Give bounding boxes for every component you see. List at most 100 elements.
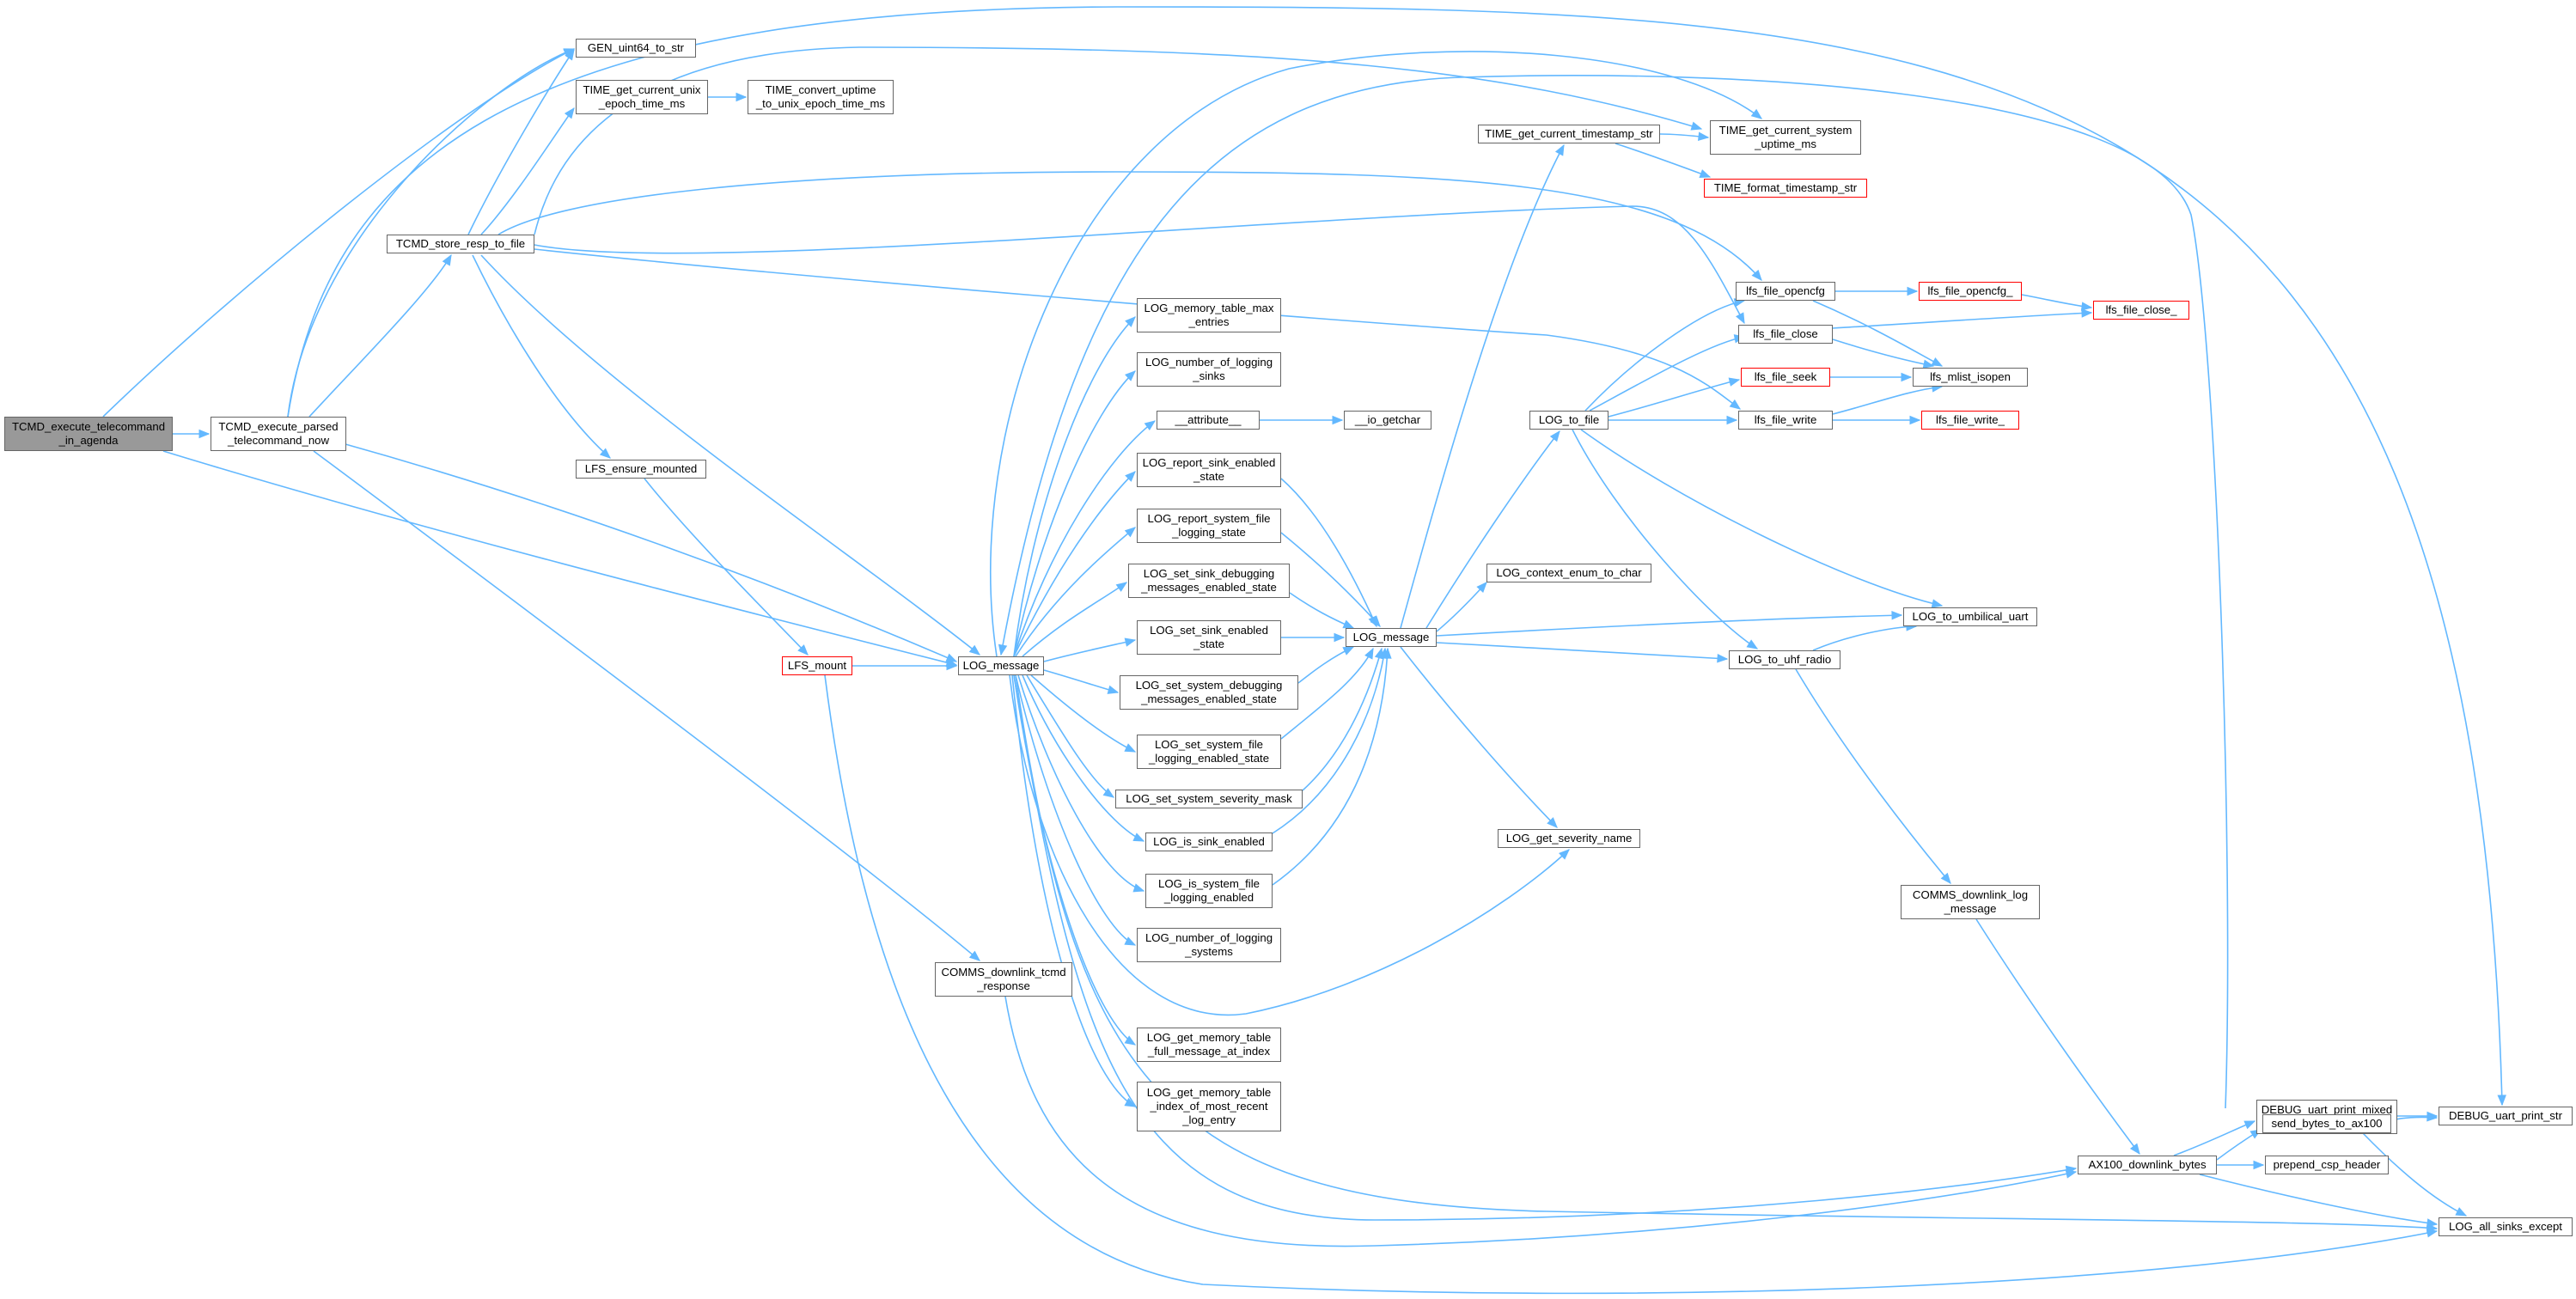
node-log-report-system-file-logging-state[interactable]: LOG_report_system_file _logging_state [1137,509,1281,543]
edge-send-allsinks [2362,1132,2467,1217]
node-comms-downlink-log-message[interactable]: COMMS_downlink_log _message [1901,885,2040,919]
edge-lm-setsinkdbg [1022,582,1127,657]
edge-lm-severity [1009,674,1570,1016]
edge-setsysfile-lm2 [1280,648,1374,740]
node-attribute[interactable]: __attribute__ [1157,411,1260,430]
node-log-to-file[interactable]: LOG_to_file [1529,411,1608,430]
node-log-message-caller[interactable]: LOG_message [958,656,1044,675]
node-time-convert-uptime-to-unix-epoch-time-ms[interactable]: TIME_convert_uptime _to_unix_epoch_time_… [748,80,894,114]
arrowhead-write-write_ [1909,415,1921,425]
node-gen-uint64-to-str[interactable]: GEN_uint64_to_str [576,39,696,58]
arrowhead-ax100-mixed [2243,1120,2256,1130]
edge-lm2-severity [1400,646,1558,828]
edge-reportsys-lm2 [1280,532,1381,627]
node-label: LOG_get_memory_table _full_message_at_in… [1146,1030,1272,1058]
node-log-memory-table-max-entries[interactable]: LOG_memory_table_max _entries [1137,298,1281,332]
node-time-get-current-timestamp-str[interactable]: TIME_get_current_timestamp_str [1478,125,1660,143]
node-comms-downlink-tcmd-response[interactable]: COMMS_downlink_tcmd _response [935,962,1072,997]
node-label: GEN_uint64_to_str [587,40,685,54]
node-ax100-downlink-bytes[interactable]: AX100_downlink_bytes [2078,1156,2217,1174]
node-debug-uart-print-str[interactable]: DEBUG_uart_print_str [2439,1107,2573,1125]
arrowhead-opencfg-opencfg_ [1907,286,1919,296]
node-label: DEBUG_uart_print_str [2449,1108,2562,1122]
node-label: lfs_file_seek [1754,369,1817,383]
arrowhead-parsed-store [442,253,452,266]
node-label: TIME_get_current_timestamp_str [1485,126,1653,140]
edge-ax100-allsinks [2199,1174,2438,1225]
arrowhead-lm-memrecent [1124,1097,1137,1107]
node-label: LOG_all_sinks_except [2449,1219,2562,1233]
arrowhead-reportsys-lm2 [1370,615,1381,627]
node-time-get-current-system-uptime-ms[interactable]: TIME_get_current_system _uptime_ms [1710,120,1861,155]
arrowhead-lm-severity [1559,849,1570,860]
arrowhead-tofile-write [1726,415,1738,425]
node-log-set-system-file-logging-enabled-state[interactable]: LOG_set_system_file _logging_enabled_sta… [1137,735,1281,769]
node-time-get-current-unix-epoch-time-ms[interactable]: TIME_get_current_unix _epoch_time_ms [576,80,708,114]
node-log-all-sinks-except[interactable]: LOG_all_sinks_except [2439,1217,2573,1236]
node-send-bytes-to-ax100[interactable]: send_bytes_to_ax100 [2262,1114,2391,1133]
edge-opencfg-mlist [1812,300,1943,367]
node-log-get-severity-name[interactable]: LOG_get_severity_name [1498,829,1640,848]
node-label: lfs_file_opencfg [1746,284,1825,297]
arrowhead-lm-issysfile [1132,883,1145,893]
edge-report-lm2 [1280,478,1377,627]
node-lfs-file-write[interactable]: lfs_file_write [1738,411,1833,430]
edge-root-gen [102,48,575,418]
node-label: LFS_mount [787,658,847,672]
node-lfs-file-opencfg[interactable]: lfs_file_opencfg [1736,282,1835,301]
node-log-is-sink-enabled[interactable]: LOG_is_sink_enabled [1145,832,1273,851]
node-log-message-callee[interactable]: LOG_message [1346,628,1437,647]
node-io-getchar[interactable]: __io_getchar [1344,411,1431,430]
edge-lm-setsysdbg [1043,669,1119,693]
node-label: COMMS_downlink_tcmd _response [941,965,1066,992]
edge-lm2-tofile [1425,430,1560,629]
node-label: lfs_mlist_isopen [1930,369,2011,383]
node-time-format-timestamp-str[interactable]: TIME_format_timestamp_str [1704,179,1867,198]
node-lfs-mlist-isopen[interactable]: lfs_mlist_isopen [1913,368,2028,387]
node-log-context-enum-to-char[interactable]: LOG_context_enum_to_char [1486,564,1651,582]
edge-setsinkdbg-lm2 [1289,592,1354,629]
node-log-set-sink-debugging-messages-enabled-state[interactable]: LOG_set_sink_debugging _messages_enabled… [1128,564,1290,598]
edge-uhf-umbilical [1812,625,1917,651]
arrowhead-send-debugstr [2426,1113,2439,1122]
arrowhead-commslog-ax100 [2129,1143,2140,1156]
node-label: send_bytes_to_ax100 [2271,1116,2383,1130]
node-lfs-file-write-underscore[interactable]: lfs_file_write_ [1921,411,2019,430]
node-label: TIME_format_timestamp_str [1713,180,1858,194]
node-log-get-memory-table-full-message-at-index[interactable]: LOG_get_memory_table _full_message_at_in… [1137,1028,1281,1062]
node-log-to-umbilical-uart[interactable]: LOG_to_umbilical_uart [1903,607,2037,626]
arrowhead-lm-setsysfile [1124,743,1137,753]
node-log-to-uhf-radio[interactable]: LOG_to_uhf_radio [1729,650,1840,669]
edge-opencfg_-close_ [2021,294,2092,308]
arrowhead-lm2-timestamp [1554,143,1565,156]
node-log-set-system-debugging-messages-enabled-state[interactable]: LOG_set_system_debugging _messages_enabl… [1120,675,1298,710]
node-lfs-file-opencfg-underscore[interactable]: lfs_file_opencfg_ [1919,282,2022,301]
edge-issysfile-lm2 [1272,648,1389,886]
node-log-get-memory-table-index-of-most-recent-log-entry[interactable]: LOG_get_memory_table _index_of_most_rece… [1137,1082,1281,1131]
node-lfs-file-close-underscore[interactable]: lfs_file_close_ [2093,301,2189,320]
node-tcmd-execute-parsed-telecommand-now[interactable]: TCMD_execute_parsed _telecommand_now [211,417,346,451]
edge-comms-ax100 [1004,996,2077,1247]
node-log-report-sink-enabled-state[interactable]: LOG_report_sink_enabled _state [1137,453,1281,487]
node-lfs-mount[interactable]: LFS_mount [782,656,852,675]
edge-store-gen [467,49,575,235]
edge-lm-report [1013,471,1136,657]
edge-parsed-debugstr [287,6,2503,1106]
node-lfs-file-close[interactable]: lfs_file_close [1738,325,1833,344]
arrowhead-opencfg-mlist [1931,357,1944,367]
node-label: LOG_number_of_logging _sinks [1145,355,1273,382]
node-label: __attribute__ [1175,412,1242,426]
node-log-is-system-file-logging-enabled[interactable]: LOG_is_system_file _logging_enabled [1145,874,1273,908]
node-log-set-system-severity-mask[interactable]: LOG_set_system_severity_mask [1115,790,1303,808]
node-log-set-sink-enabled-state[interactable]: LOG_set_sink_enabled _state [1137,620,1281,655]
edge-sevmask-lm2 [1302,648,1383,791]
edge-parsed-logmsg [339,442,957,662]
arrowhead-lm2-severity [1547,817,1558,828]
node-log-number-of-logging-sinks[interactable]: LOG_number_of_logging _sinks [1137,352,1281,387]
node-label: lfs_file_close_ [2105,302,2177,316]
node-prepend-csp-header[interactable]: prepend_csp_header [2265,1156,2389,1174]
node-log-number-of-logging-systems[interactable]: LOG_number_of_logging _systems [1137,928,1281,962]
node-lfs-file-seek[interactable]: lfs_file_seek [1741,368,1830,387]
node-tcmd-store-resp-to-file[interactable]: TCMD_store_resp_to_file [387,235,534,253]
node-lfs-ensure-mounted[interactable]: LFS_ensure_mounted [576,460,706,479]
